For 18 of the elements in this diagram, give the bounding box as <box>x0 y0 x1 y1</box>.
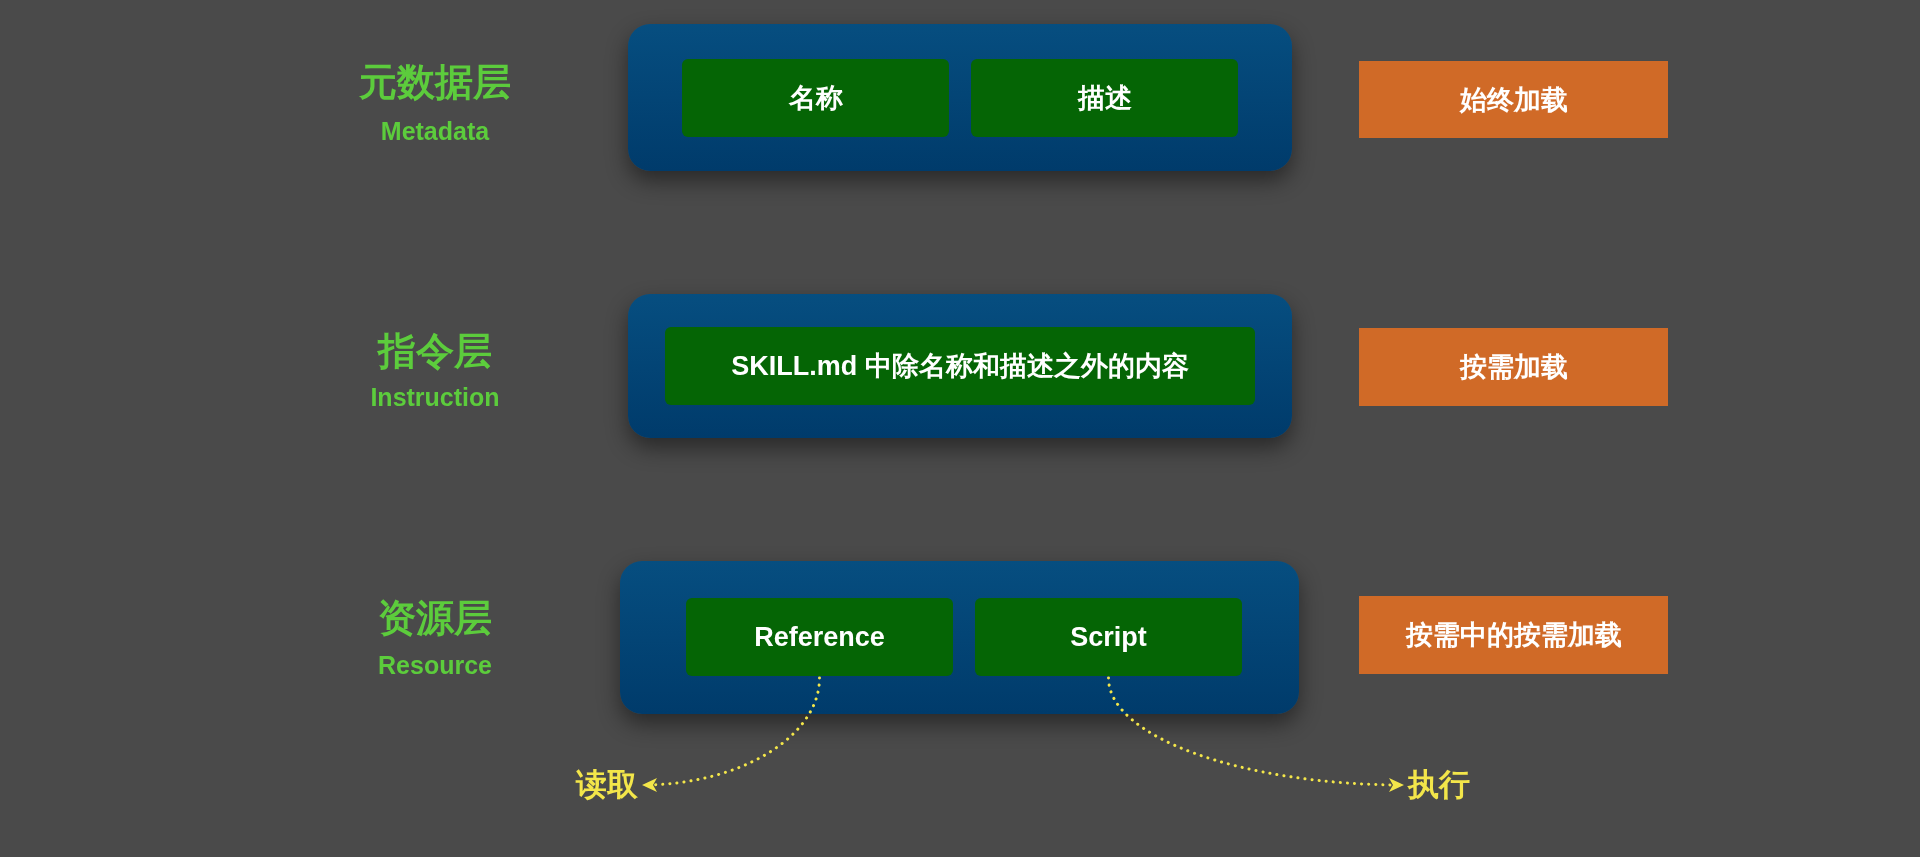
layer-subtitle: Metadata <box>380 116 490 146</box>
layer-title: 指令层 <box>378 329 492 373</box>
curved-arrow <box>640 676 821 792</box>
component-box: Reference <box>686 598 953 676</box>
component-box: Script <box>975 598 1242 676</box>
layer-title: 资源层 <box>378 596 492 640</box>
component-box: 名称 <box>682 59 949 137</box>
component-box: SKILL.md 中除名称和描述之外的内容 <box>665 327 1255 405</box>
curved-arrow <box>1107 676 1406 792</box>
loading-mode-box: 始终加载 <box>1359 61 1668 138</box>
action-label: 读取 <box>576 766 638 804</box>
loading-mode-box: 按需中的按需加载 <box>1359 596 1668 674</box>
layer-subtitle: Resource <box>378 650 492 680</box>
layer-title: 元数据层 <box>359 60 511 104</box>
component-box: 描述 <box>971 59 1238 137</box>
layer-subtitle: Instruction <box>370 382 500 412</box>
loading-mode-box: 按需加载 <box>1359 328 1668 406</box>
action-label: 执行 <box>1408 766 1470 804</box>
